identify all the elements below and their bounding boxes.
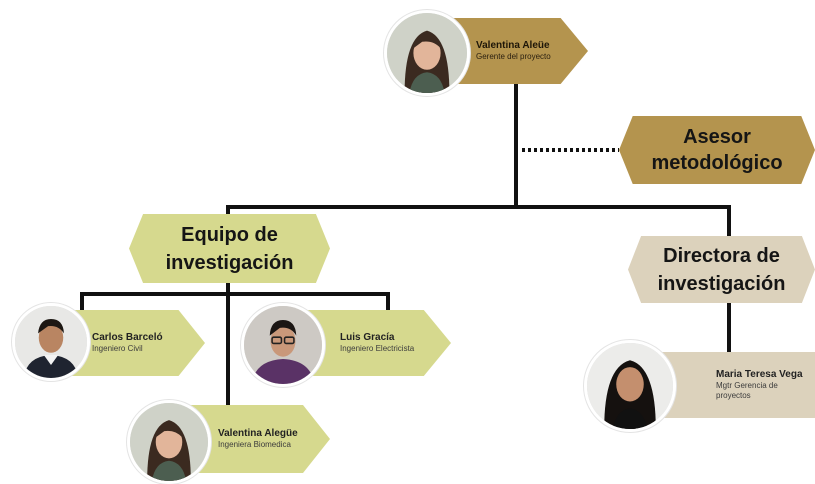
member-avatar-luis [241, 303, 325, 387]
research-director-label-line2: investigación [657, 272, 786, 295]
research-team-box: Equipo de investigación [129, 214, 330, 283]
member-tag-luis: Luis Gracía Ingeniero Electricista [300, 310, 451, 376]
member-name-valentina: Valentina Alegüe [218, 428, 298, 439]
member-avatar-carlos [12, 303, 90, 381]
research-team-label-line1: Equipo de [181, 223, 278, 246]
advisor-label-line2: metodológico [651, 152, 783, 174]
member-role-luis: Ingeniero Electricista [340, 344, 415, 353]
member-tag-maria: Maria Teresa Vega Mgtr Gerencia de proye… [650, 352, 815, 418]
leader-name: Valentina Aleüe [476, 40, 550, 51]
advisor-box: Asesor metodológico [619, 116, 815, 184]
person-avatar-icon [387, 13, 467, 93]
member-role-valentina: Ingeniera Biomedica [218, 440, 291, 449]
leader-avatar [384, 10, 470, 96]
member-name-luis: Luis Gracía [340, 332, 395, 343]
research-team-label-line2: investigación [165, 251, 294, 274]
member-name-carlos: Carlos Barceló [92, 332, 163, 343]
person-avatar-icon [130, 403, 208, 481]
person-avatar-icon [15, 306, 87, 378]
research-director-label-line1: Directora de [663, 244, 780, 267]
member-role-maria: Mgtr Gerencia de proyectos [716, 381, 778, 400]
person-avatar-icon [244, 306, 322, 384]
person-avatar-icon [587, 343, 673, 429]
member-avatar-maria [584, 340, 676, 432]
leader-role: Gerente del proyecto [476, 52, 551, 61]
member-avatar-valentina [127, 400, 211, 484]
member-name-maria: Maria Teresa Vega [716, 369, 803, 380]
member-role-carlos: Ingeniero Civil [92, 344, 143, 353]
advisor-label-line1: Asesor [683, 126, 751, 148]
research-director-box: Directora de investigación [628, 236, 815, 303]
